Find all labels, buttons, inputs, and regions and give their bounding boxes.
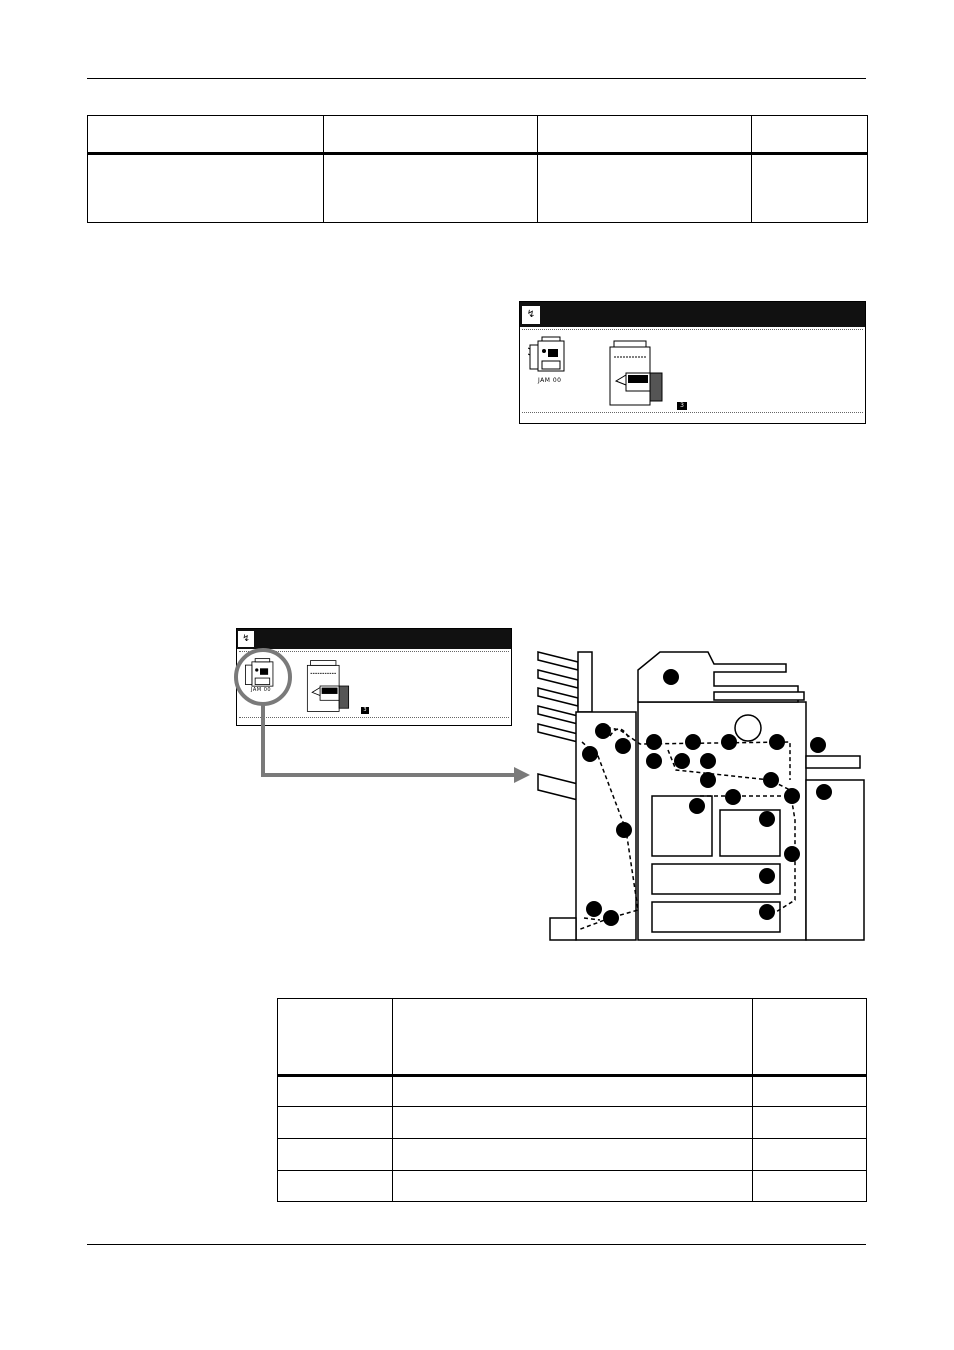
bottom-table-cell — [392, 1106, 753, 1139]
table-row — [277, 1138, 867, 1171]
top-table-cell — [751, 153, 868, 223]
jam-location-marker — [700, 753, 716, 769]
top-table-header-2 — [323, 115, 538, 155]
finisher-base — [549, 917, 577, 941]
jam-location-marker — [759, 868, 775, 884]
jam-location-marker — [759, 811, 775, 827]
top-table-header-3 — [537, 115, 752, 155]
toner-port — [734, 714, 762, 742]
jam-code-label: JAM 00 — [538, 377, 562, 384]
finisher-copier-icon[interactable] — [528, 335, 568, 377]
jam-count-badge: 3 — [361, 707, 369, 714]
jam-location-marker — [700, 772, 716, 788]
jam-location-marker — [674, 753, 690, 769]
top-table — [87, 115, 868, 223]
screen-title-bar — [237, 629, 511, 649]
top-table-cell — [537, 153, 752, 223]
jam-help-icon[interactable]: ↯ — [238, 631, 254, 647]
finisher-copier-icon[interactable] — [243, 657, 277, 691]
jam-location-marker — [784, 846, 800, 862]
document-processor — [637, 651, 799, 703]
top-table-cell — [87, 153, 324, 223]
jam-screen-small: ↯ JAM 00 3 — [519, 301, 866, 424]
jam-location-marker — [615, 738, 631, 754]
screen-title-bar — [520, 302, 865, 327]
callout-arrow — [261, 704, 516, 777]
jam-count-badge: 3 — [677, 402, 687, 410]
callout-arrowhead — [514, 767, 530, 783]
bottom-table-cell — [392, 1170, 753, 1202]
bottom-table-cell — [752, 1170, 867, 1202]
bottom-table-cell — [392, 1075, 753, 1107]
jam-location-marker — [646, 734, 662, 750]
top-table-header-row — [87, 115, 868, 155]
screen-footer-divider — [239, 717, 509, 718]
bottom-table-cell — [752, 1075, 867, 1107]
jam-location-marker — [586, 901, 602, 917]
jam-location-marker — [616, 822, 632, 838]
table-row — [87, 153, 868, 223]
location-markers — [582, 669, 832, 926]
bottom-table-cell — [277, 1138, 393, 1171]
bottom-table-header-3 — [752, 998, 867, 1077]
jam-location-marker — [582, 746, 598, 762]
screen-divider — [522, 329, 863, 330]
screen-footer-divider — [522, 412, 863, 413]
jam-location-marker — [689, 798, 705, 814]
copier-icon[interactable] — [305, 659, 351, 713]
table-row — [277, 1106, 867, 1139]
output-tray-top — [713, 691, 805, 701]
jam-location-marker — [759, 904, 775, 920]
jam-location-marker — [646, 753, 662, 769]
copier-icon[interactable] — [608, 339, 664, 407]
bottom-table-header-2 — [392, 998, 753, 1077]
jam-location-marker — [769, 734, 785, 750]
jam-location-marker — [685, 734, 701, 750]
bottom-table-cell — [752, 1138, 867, 1171]
cassette-1 — [651, 863, 781, 895]
jam-location-marker — [784, 788, 800, 804]
bottom-table-cell — [277, 1075, 393, 1107]
top-table-header-4 — [751, 115, 868, 155]
bottom-table-cell — [752, 1106, 867, 1139]
jam-location-marker — [603, 910, 619, 926]
bottom-table — [277, 998, 867, 1202]
footer-rule — [87, 1244, 866, 1245]
jam-location-marker — [763, 772, 779, 788]
jam-screen-callout: ↯ JAM 00 3 — [236, 628, 512, 726]
table-row — [277, 1075, 867, 1107]
jam-help-icon[interactable]: ↯ — [522, 306, 540, 324]
jam-location-marker — [816, 784, 832, 800]
jam-location-marker — [721, 734, 737, 750]
finisher-trays — [537, 651, 579, 801]
jam-location-marker — [810, 737, 826, 753]
screen-divider — [239, 651, 509, 652]
jam-code-label: JAM 00 — [251, 687, 272, 693]
header-rule — [87, 78, 866, 79]
bottom-table-cell — [277, 1106, 393, 1139]
bottom-table-header-row — [277, 998, 867, 1077]
bottom-table-cell — [392, 1138, 753, 1171]
side-tray — [805, 755, 861, 769]
bottom-table-cell — [277, 1170, 393, 1202]
finisher-stacker-post — [577, 651, 593, 713]
bottom-table-header-1 — [277, 998, 393, 1077]
side-feeder — [805, 779, 865, 941]
jam-location-marker — [725, 789, 741, 805]
top-table-header-1 — [87, 115, 324, 155]
cassette-2 — [651, 901, 781, 933]
table-row — [277, 1170, 867, 1202]
highlight-ring — [234, 648, 292, 706]
jam-location-marker — [595, 723, 611, 739]
jam-location-marker — [663, 669, 679, 685]
